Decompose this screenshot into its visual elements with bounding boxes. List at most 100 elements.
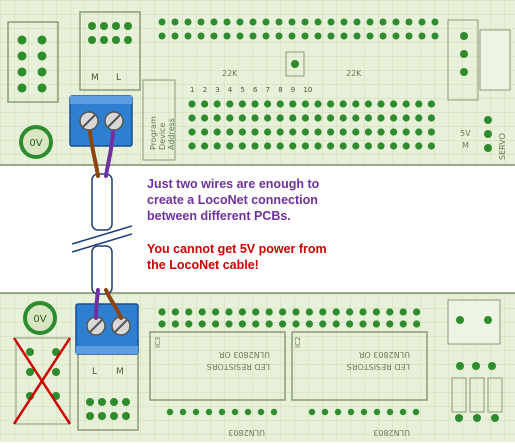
bottom-row-pad <box>252 320 260 328</box>
top-header-row <box>158 18 439 40</box>
column-pad <box>364 128 372 136</box>
header-pad <box>314 32 322 40</box>
header-pad <box>249 18 257 26</box>
wire-purple-bottom <box>94 288 100 320</box>
column-pad <box>213 100 221 108</box>
column-pad <box>226 128 234 136</box>
column-pad <box>289 100 297 108</box>
column-pad <box>390 114 398 122</box>
column-pad <box>402 142 410 150</box>
ic-pad <box>205 408 213 416</box>
bottom-ic-right: ULN2803 OR LED RESISTORS IC2 <box>291 331 428 401</box>
column-pad <box>402 128 410 136</box>
bottom-row-pad <box>225 320 233 328</box>
bottom-mounting-hole: 0V <box>23 301 57 335</box>
header-pad <box>327 18 335 26</box>
ic-pad <box>192 408 200 416</box>
bottom-pcb: 0V L M <box>0 292 515 442</box>
column-number-label: 9 <box>291 86 295 94</box>
bottom-row-pad <box>198 308 206 316</box>
column-pad <box>339 142 347 150</box>
column-pad <box>415 142 423 150</box>
column-pad <box>352 114 360 122</box>
note-power-line: You cannot get 5V power from <box>147 242 327 256</box>
header-pad <box>288 18 296 26</box>
bottom-row-pad <box>346 320 354 328</box>
header-pad <box>392 18 400 26</box>
column-pad <box>276 128 284 136</box>
bottom-terminal-block <box>75 303 139 355</box>
note-power-line: the LocoNet cable! <box>147 258 259 272</box>
column-number-label: 6 <box>253 86 258 94</box>
ic-pad <box>257 408 265 416</box>
column-pad <box>251 114 259 122</box>
top-0v-label: 0V <box>29 138 42 149</box>
note-wires-line: between different PCBs. <box>147 209 291 223</box>
header-pad <box>379 18 387 26</box>
column-pad <box>264 114 272 122</box>
bottom-row-pad <box>252 308 260 316</box>
header-pad <box>197 18 205 26</box>
header-pad <box>262 18 270 26</box>
bottom-row-pad <box>386 308 394 316</box>
column-pad <box>377 100 385 108</box>
top-5v-label: 5V <box>460 129 471 138</box>
column-pad <box>213 114 221 122</box>
loconet-cable <box>71 130 133 320</box>
column-pad <box>201 114 209 122</box>
top-left-header <box>7 21 59 103</box>
column-pad <box>339 114 347 122</box>
header-pad <box>210 32 218 40</box>
top-m-label: M <box>91 73 99 83</box>
ic-pad <box>347 408 355 416</box>
column-pad <box>251 128 259 136</box>
header-pad <box>418 32 426 40</box>
column-pad <box>226 114 234 122</box>
column-pad <box>201 128 209 136</box>
header-pad <box>210 18 218 26</box>
column-pad <box>188 128 196 136</box>
header-pad <box>314 18 322 26</box>
column-pad <box>364 100 372 108</box>
top-servo-area: SERVO 5V M <box>447 19 511 160</box>
bottom-row-pad <box>212 320 220 328</box>
column-pad <box>415 114 423 122</box>
wire-brown-bottom <box>104 288 123 320</box>
bottom-row-pad <box>225 308 233 316</box>
column-pad <box>251 142 259 150</box>
header-pad <box>158 32 166 40</box>
column-pad <box>301 142 309 150</box>
top-servo-label: SERVO <box>498 133 507 160</box>
ic-pad <box>321 408 329 416</box>
note-wires-line: Just two wires are enough to <box>147 177 320 191</box>
column-pad <box>188 100 196 108</box>
bottom-row-pad <box>413 308 421 316</box>
column-pad <box>339 100 347 108</box>
column-pad <box>402 100 410 108</box>
bottom-row-pad <box>292 320 300 328</box>
bottom-row-pad <box>212 308 220 316</box>
column-pad <box>276 142 284 150</box>
top-resistor-label-2: 22K <box>346 69 362 78</box>
column-pad <box>301 100 309 108</box>
column-pad <box>377 114 385 122</box>
cable-break-line-1 <box>71 225 133 245</box>
ic-pad <box>270 408 278 416</box>
column-pad <box>226 142 234 150</box>
bottom-ic-right-label-1: ULN2803 OR <box>359 350 410 359</box>
column-pad <box>364 114 372 122</box>
ic-pad <box>399 408 407 416</box>
top-program-label: Program <box>149 116 158 150</box>
ic-pad <box>334 408 342 416</box>
column-pad <box>213 128 221 136</box>
header-pad <box>431 18 439 26</box>
column-pad <box>238 142 246 150</box>
column-number-label: 3 <box>215 86 219 94</box>
bottom-right-components <box>447 299 503 422</box>
header-pad <box>301 32 309 40</box>
column-pad <box>188 114 196 122</box>
header-pad <box>223 32 231 40</box>
header-pad <box>158 18 166 26</box>
